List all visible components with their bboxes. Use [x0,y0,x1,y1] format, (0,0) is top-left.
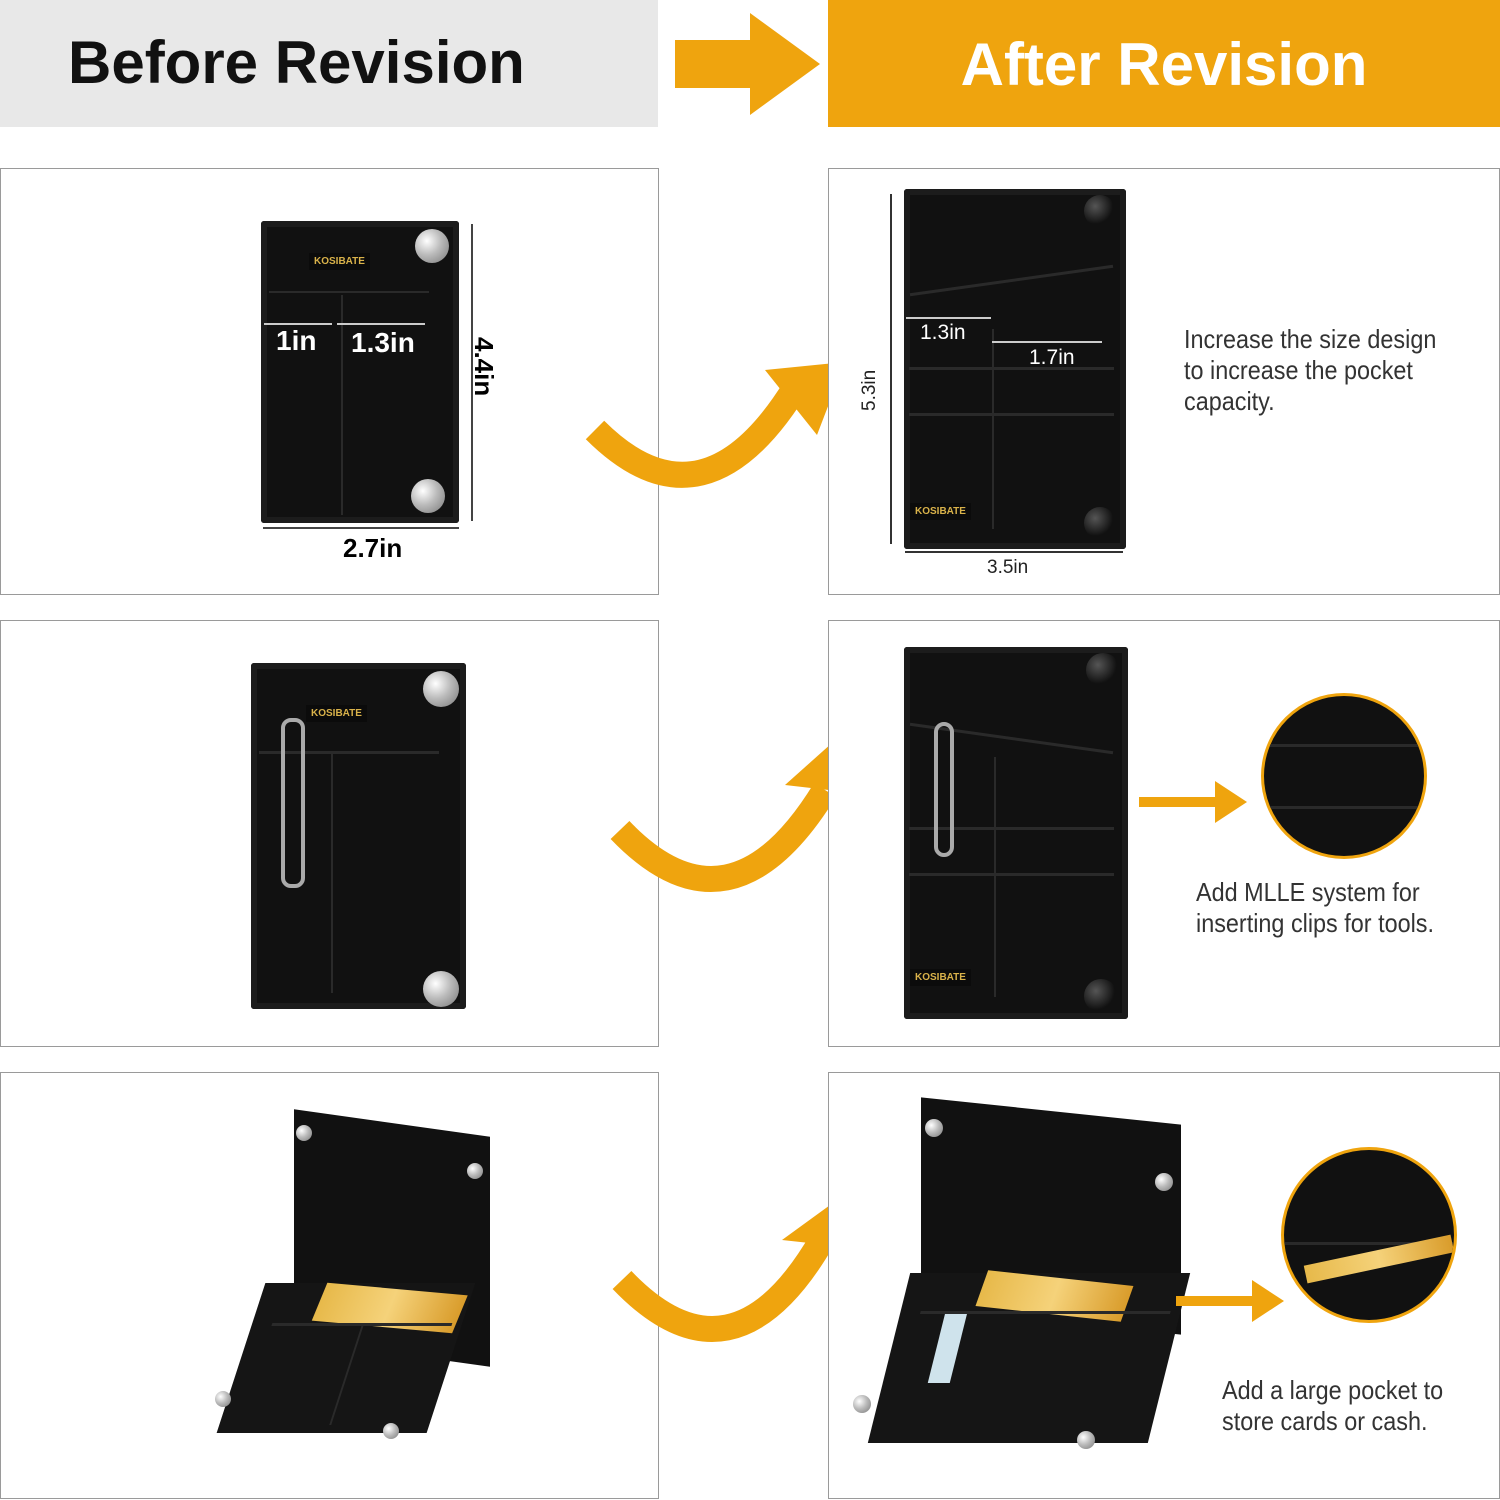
pocket-detail-circle [1281,1147,1457,1323]
after-header: After Revision [828,0,1500,127]
after-title: After Revision [960,31,1368,98]
height-label: 4.4in [469,337,499,397]
width-label: 3.5in [987,557,1029,578]
brand-logo: KOSIBATE [309,253,370,270]
before-wallet-image: KOSIBATE 1in 1.3in [261,221,459,523]
caption: Add a large pocket to store cards or cas… [1222,1375,1444,1436]
before-tools-panel: KOSIBATE [0,620,659,1047]
brand-logo: KOSIBATE [910,503,971,520]
snap-button [296,1125,312,1141]
snap-button [423,671,459,707]
after-wallet-image: 1.3in 1.7in KOSIBATE [904,189,1126,549]
snap-button [1077,1431,1095,1449]
before-size-panel: KOSIBATE 1in 1.3in 4.4in 2.7in [0,168,659,595]
snap-button [1086,653,1120,687]
snap-button [853,1395,871,1413]
before-title: Before Revision [68,29,525,96]
height-label: 5.3in [859,369,880,411]
arrow-right-icon [1176,1280,1284,1322]
snap-button [1084,195,1116,227]
header-arrow-icon [675,13,820,115]
width-label: 2.7in [343,533,403,563]
before-pocket-panel [0,1072,659,1499]
snap-button [383,1423,399,1439]
caption: Add MLLE system for inserting clips for … [1196,877,1435,938]
snap-button [925,1119,943,1137]
snap-button [215,1391,231,1407]
pen-clip [281,718,305,888]
brand-logo: KOSIBATE [306,705,367,722]
before-header: Before Revision [0,0,658,127]
arrow-right-icon [1139,781,1247,823]
caption: Increase the size design to increase the… [1184,324,1437,416]
snap-button [1084,979,1118,1013]
snap-button [415,229,449,263]
snap-button [1084,507,1116,539]
snap-button [1155,1173,1173,1191]
mlle-detail-circle [1261,693,1427,859]
snap-button [411,479,445,513]
before-wallet-tools-image: KOSIBATE [251,663,466,1009]
after-tools-panel: KOSIBATE Add MLLE system for inserting c… [828,620,1500,1047]
after-pocket-panel: Add a large pocket to store cards or cas… [828,1072,1500,1499]
after-wallet-tools-image: KOSIBATE [904,647,1128,1019]
brand-logo: KOSIBATE [910,969,971,986]
after-size-panel: 1.3in 1.7in KOSIBATE 5.3in 3.5in Increas… [828,168,1500,595]
snap-button [467,1163,483,1179]
cash [927,1313,968,1383]
curved-arrow-icon [585,362,845,488]
pen-clip [934,722,954,857]
snap-button [423,971,459,1007]
card [975,1270,1134,1322]
